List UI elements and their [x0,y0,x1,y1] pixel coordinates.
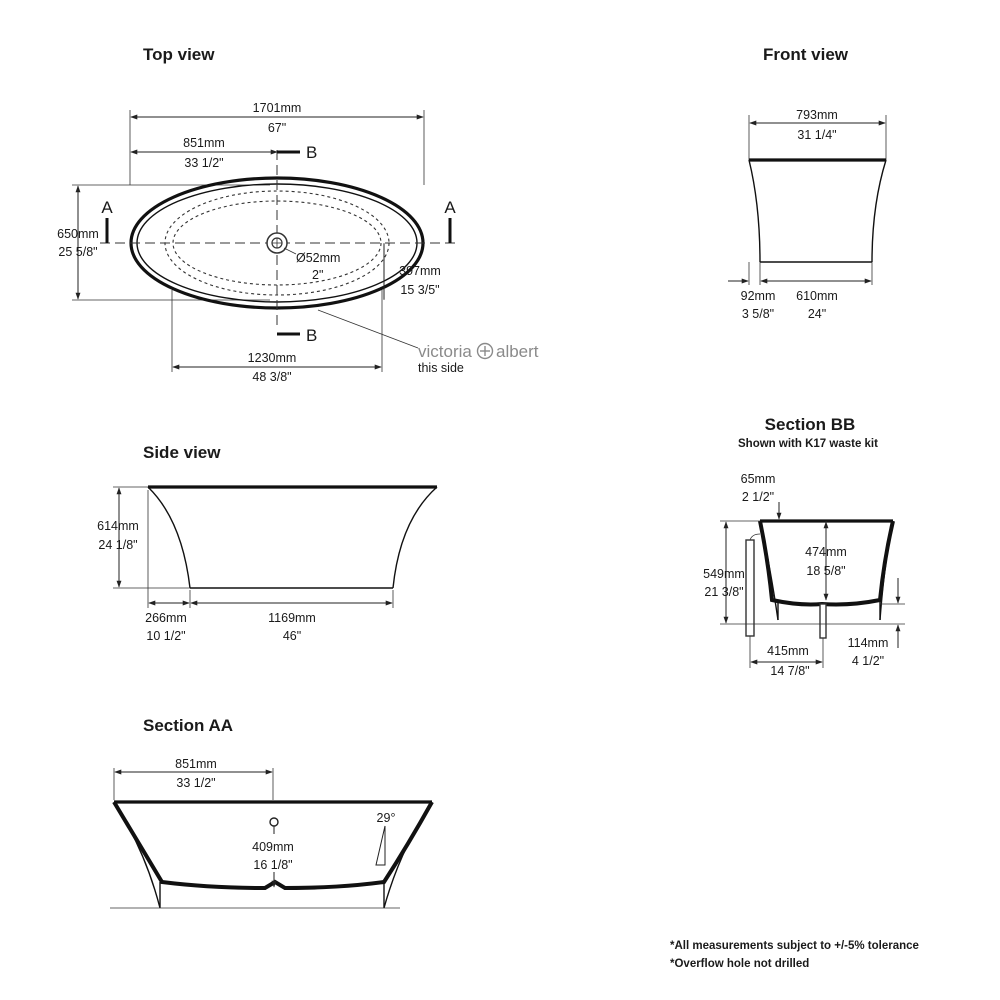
front-top-in: 31 1/4" [797,128,836,142]
section-a-label-right: A [444,198,456,217]
front-offset-mm: 92mm [741,289,776,303]
aa-left-outer [113,801,161,909]
waste-pipe [819,603,827,639]
top-view-title: Top view [143,45,215,64]
section-aa-title: Section AA [143,716,233,735]
logo-plus-icon [476,342,494,360]
side-height-mm: 614mm [97,519,139,533]
drain-leader [283,247,297,255]
length-mm: 1701mm [253,101,302,115]
aa-depth-mm: 409mm [252,840,294,854]
bb-left-outer [759,520,779,621]
front-view-title: Front view [763,45,849,64]
side-left-wall [147,486,191,589]
front-top-mm: 793mm [796,108,838,122]
aa-angle: 29° [377,811,396,825]
front-base-mm: 610mm [796,289,838,303]
note-overflow: *Overflow hole not drilled [670,958,809,970]
front-left-wall [748,159,761,263]
bb-depth-in: 18 5/8" [806,564,845,578]
bb-right-outer [879,520,894,621]
logo-leader [317,309,419,349]
section-b-label-bottom: B [306,326,317,345]
top-view: Top view 1701mm 67" 851mm 33 1/2" 650mm … [57,45,539,384]
width-mm: 650mm [57,227,99,241]
aa-depth-in: 16 1/8" [253,858,292,872]
length-in: 67" [268,121,286,135]
side-right-wall [392,486,438,589]
section-bb-title: Section BB [765,415,856,434]
bb-floor-mm: 114mm [848,636,889,650]
front-base-in: 24" [808,307,826,321]
notes: *All measurements subject to +/-5% toler… [670,940,919,970]
bb-height-in: 21 3/8" [704,585,743,599]
angle-triangle [375,825,386,866]
bb-waste-mm: 415mm [767,644,809,658]
logo-note: this side [418,361,464,375]
side-flare-in: 10 1/2" [146,629,185,643]
side-base-mm: 1169mm [268,611,316,625]
section-bb-subtitle: Shown with K17 waste kit [738,438,878,450]
section-a-label: A [101,198,113,217]
section-b-label: B [306,143,317,162]
tub-basin-dashed [172,200,382,286]
section-aa: Section AA 851mm 33 1/2" 409mm 16 1/8" 2… [110,716,434,909]
drain-mm: Ø52mm [296,251,340,265]
bb-height-mm: 549mm [703,567,745,581]
logo-albert: albert [496,342,539,361]
note-tolerance: *All measurements subject to +/-5% toler… [670,940,919,952]
aa-half-mm: 851mm [175,757,217,771]
overflow-elbow [749,533,761,541]
width-in: 25 5/8" [58,245,97,259]
bb-depth-mm: 474mm [805,545,847,559]
half-length-in: 33 1/2" [184,156,223,170]
front-right-wall [871,159,887,263]
bb-rim-mm: 65mm [741,472,776,486]
front-offset-in: 3 5/8" [742,307,774,321]
bb-floor-in: 4 1/2" [852,654,884,668]
aa-basin [112,800,434,891]
side-height-in: 24 1/8" [98,538,137,552]
bb-rim-in: 2 1/2" [742,490,774,504]
inner-length-in: 48 3/8" [252,370,291,384]
aa-half-in: 33 1/2" [176,776,215,790]
front-view: Front view 793mm 31 1/4" 92mm 3 5/8" 610… [728,45,887,321]
overflow-pipe [745,539,755,637]
drain-in: 2" [312,268,323,282]
aa-right-outer [383,801,433,909]
half-length-mm: 851mm [183,136,225,150]
logo-victoria: victoria [418,342,472,361]
section-bb: Section BB Shown with K17 waste kit 65mm… [703,415,905,678]
side-base-in: 46" [283,629,301,643]
inner-width-mm: 397mm [399,264,441,278]
side-view: Side view 614mm 24 1/8" 266mm 10 1/2" 11… [97,443,438,643]
bb-waste-in: 14 7/8" [770,664,809,678]
overflow-icon [269,817,279,827]
inner-width-in: 15 3/5" [400,283,439,297]
side-view-title: Side view [143,443,221,462]
inner-length-mm: 1230mm [248,351,297,365]
side-flare-mm: 266mm [145,611,187,625]
